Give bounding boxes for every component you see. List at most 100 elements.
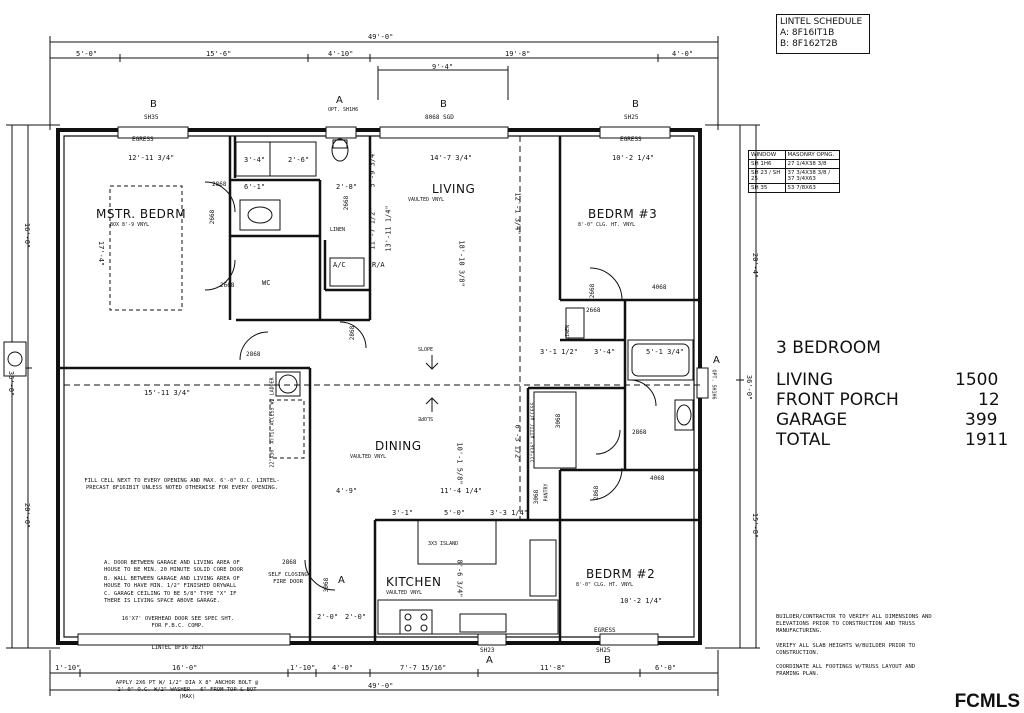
overall-bottom-dim: 49'-0" xyxy=(368,682,394,690)
interior-dim: 17'-4" xyxy=(97,240,106,267)
door-tag: A xyxy=(338,575,345,586)
interior-dim: 14'-7 3/4" xyxy=(430,154,473,162)
interior-dim: 10'-2 1/4" xyxy=(620,597,663,605)
masonry-cell: 27 1/4X38 3/8 xyxy=(784,159,840,169)
room-sub: VAULTED VNYL xyxy=(386,590,423,596)
interior-dim: 12'-11 3/4" xyxy=(128,154,175,162)
summary-label: TOTAL xyxy=(776,430,830,450)
door-size: 2868 xyxy=(349,325,357,341)
overall-right-dim: 36'-0" xyxy=(745,374,754,401)
window-tag: B xyxy=(604,655,611,666)
door-size: 2868 xyxy=(282,559,297,566)
room-bedrm2: BEDRM #2 xyxy=(586,567,656,581)
interior-dim: 12'-1 3/4" xyxy=(513,192,522,235)
room-linen: LINEN xyxy=(565,324,572,341)
attic-access: 22"X36" ATTIC ACCESS xyxy=(530,402,537,463)
bottom-dim: 6'-0" xyxy=(655,664,677,672)
summary-value: 12 xyxy=(978,390,1000,410)
garage-lintel-note: LINTEL 8F16 2B2T xyxy=(151,645,205,651)
room-sub: VAULTED VNYL xyxy=(408,197,445,203)
window-cell: SH 35 xyxy=(748,183,786,193)
interior-dim: 5'-1 3/4" xyxy=(646,348,684,356)
garage-note-fill-cell: FILL CELL NEXT TO EVERY OPENING AND MAX.… xyxy=(84,478,280,491)
egress-label: EGRESS xyxy=(620,136,642,143)
bottom-dim: 4'-0" xyxy=(332,664,354,672)
window-spec: SH23 xyxy=(480,647,495,654)
door-size: 4068 xyxy=(652,284,667,291)
window-cell: SH 23 / SH 25 xyxy=(748,168,786,184)
slope-label: SLOPE xyxy=(418,415,434,421)
builder-note: BUILDER/CONTRACTOR TO VERIFY ALL DIMENSI… xyxy=(776,614,932,634)
window-spec: OPT. SH1H6 xyxy=(328,107,359,113)
right-lower-dim: 15'-8" xyxy=(751,512,760,539)
top-dim: 4'-10" xyxy=(328,50,354,58)
egress-label: EGRESS xyxy=(594,627,616,634)
window-tag: B xyxy=(632,99,639,110)
interior-dim: 18'-10 3/8" xyxy=(457,240,466,287)
room-ra: R/A xyxy=(372,261,385,269)
lintel-schedule-a: A: 8F16IT1B xyxy=(780,28,835,38)
garage-note-b: B. WALL BETWEEN GARAGE AND LIVING AREA O… xyxy=(104,576,240,589)
room-bedrm3: BEDRM #3 xyxy=(588,207,658,221)
interior-dim: 3'-1" xyxy=(392,509,414,517)
window-spec: 8068 SGD xyxy=(425,114,454,121)
room-linen: LINEN xyxy=(330,227,346,233)
bottom-dim: 11'-8" xyxy=(540,664,566,672)
room-sub: VAULTED VNYL xyxy=(350,454,387,460)
garage-note-c: C. GARAGE CEILING TO BE 5/8" TYPE "X" IF… xyxy=(104,591,237,604)
garage-note-a: A. DOOR BETWEEN GARAGE AND LIVING AREA O… xyxy=(104,560,244,573)
interior-dim: 15'-11 3/4" xyxy=(144,389,191,397)
interior-dim: 11'-4 1/4" xyxy=(440,487,483,495)
room-wc: WC xyxy=(262,279,271,287)
summary-value: 1911 xyxy=(965,430,1009,450)
lintel-schedule: LINTEL SCHEDULE A: 8F16IT1B B: 8F162T2B xyxy=(776,14,870,54)
door-size: 2868 xyxy=(246,351,261,358)
interior-dim: 3'-4" xyxy=(594,348,616,356)
interior-dim: 10'-2 1/4" xyxy=(612,154,655,162)
interior-dim: 2'-8" xyxy=(336,183,358,191)
window-tag: A xyxy=(486,655,493,666)
room-pantry: PANTRY xyxy=(543,483,550,502)
room-mstr-bedrm: MSTR. BEDRM xyxy=(96,207,187,221)
left-lower-dim: 20'-0" xyxy=(23,502,32,529)
room-sub: 8'-0" CLG. HT. VNYL xyxy=(576,582,634,588)
top-dim: 15'-6" xyxy=(206,50,232,58)
lintel-schedule-b: B: 8F162T2B xyxy=(780,39,838,49)
interior-dim: 5'-0" xyxy=(444,509,466,517)
lintel-schedule-title: LINTEL SCHEDULE xyxy=(780,17,863,27)
attic-access: 22"X36" ATTIC ACCESS W/ LADDER xyxy=(269,377,276,468)
door-size: 3068 xyxy=(323,577,331,593)
self-closing-door-note: SELF CLOSING FIRE DOOR xyxy=(268,572,308,585)
summary-heading: 3 BEDROOM xyxy=(776,338,881,358)
bottom-dim: 1'-10" xyxy=(290,664,316,672)
window-spec: SH35 xyxy=(144,114,159,121)
left-upper-dim: 16'-0" xyxy=(23,222,32,249)
top-dim: 4'-0" xyxy=(672,50,694,58)
anchor-bolt-note: APPLY 2X6 PT W/ 1/2" DIA X 8" ANCHOR BOL… xyxy=(115,680,259,700)
door-size: 2868 xyxy=(212,181,227,188)
overall-left-dim: 36'-0" xyxy=(7,370,16,397)
top-dim: 5'-0" xyxy=(76,50,98,58)
door-size: 2868 xyxy=(593,485,601,501)
egress-label: EGRESS xyxy=(132,136,154,143)
summary-value: 399 xyxy=(965,410,998,430)
interior-dim: 8'-6 3/4" xyxy=(455,559,464,598)
summary-label: FRONT PORCH xyxy=(776,390,899,410)
masonry-cell: 53 7/8X63 xyxy=(784,183,840,193)
interior-dim: 2'-0" xyxy=(345,613,367,621)
builder-note: COORDINATE ALL FOOTINGS W/TRUSS LAYOUT A… xyxy=(776,664,916,677)
room-sub: 8'-0" CLG. HT. VNYL xyxy=(578,222,636,228)
summary-label: GARAGE xyxy=(776,410,848,430)
interior-dim: 13'-11 1/4" xyxy=(384,205,393,252)
interior-dim: 6'-1" xyxy=(244,183,266,191)
window-cell: SH 1H6 xyxy=(748,159,786,169)
fcmls-watermark: FCMLS xyxy=(954,691,1020,712)
door-size: 4068 xyxy=(650,475,665,482)
window-spec: OPT. SH1H6 xyxy=(710,369,717,400)
opening-dim: 9'-4" xyxy=(432,63,454,71)
interior-dim: 3'-4" xyxy=(244,156,266,164)
door-size: 2868 xyxy=(632,429,647,436)
room-sub: BOX 8'-9 VNYL xyxy=(110,222,150,228)
masonry-cell: 37 3/4X38 3/8 / 37 3/4X63 xyxy=(784,168,840,184)
interior-dim: 4'-9" xyxy=(336,487,358,495)
